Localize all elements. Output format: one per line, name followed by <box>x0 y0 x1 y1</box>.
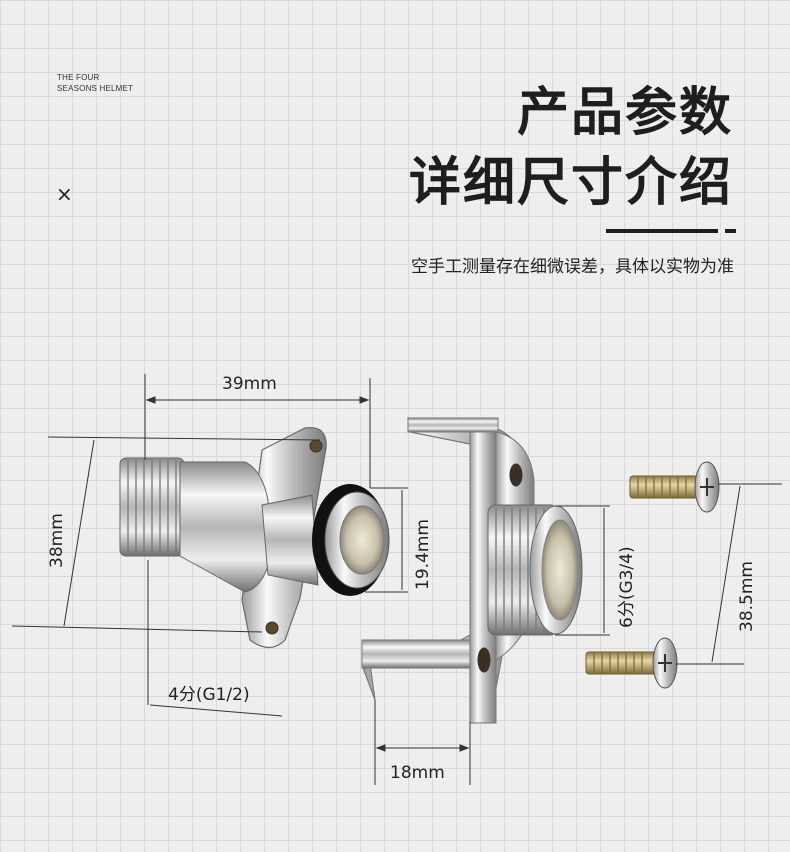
dim-thread-right: 6分(G3/4) <box>617 546 637 628</box>
bracket-fitting <box>361 417 583 724</box>
page-title-line-1: 产品参数 <box>516 83 733 143</box>
thread-lines <box>127 460 177 555</box>
nipple-bore <box>541 519 579 621</box>
flange-hole-bottom <box>265 621 279 635</box>
bracket-top-lip <box>407 417 499 433</box>
elbow-fitting <box>119 427 390 649</box>
bracket-vertical <box>469 424 497 724</box>
fitting-body <box>179 461 271 593</box>
dimension-lines <box>11 374 782 785</box>
dim-inner-diameter: 19.4mm <box>413 519 433 590</box>
bracket-hole-top <box>509 463 523 487</box>
dim-screw-spacing: 38.5mm <box>737 561 757 632</box>
close-icon: × <box>56 182 73 206</box>
page-title-line-2: 详细尺寸介绍 <box>408 153 733 213</box>
brand-mark: THE FOUR SEASONS HELMET <box>57 72 133 94</box>
bracket-lower-arm <box>361 639 473 669</box>
title-underline-gap <box>718 229 725 233</box>
dim-height-left: 38mm <box>47 513 67 568</box>
dim-thread-left: 4分(G1/2) <box>168 685 250 705</box>
flange-hole-top <box>309 439 323 453</box>
brand-line-1: THE FOUR <box>57 73 100 82</box>
title-underline <box>606 229 736 233</box>
screw-bottom <box>585 637 678 689</box>
measurement-note: 空手工测量存在细微误差，具体以实物为准 <box>411 257 734 277</box>
bracket-hole-bottom <box>477 647 491 673</box>
dim-width-top: 39mm <box>222 374 277 394</box>
outlet-bore <box>339 505 385 575</box>
fitting-neck <box>261 494 319 586</box>
screw-top <box>629 461 720 513</box>
brand-line-2: SEASONS HELMET <box>57 84 134 93</box>
dim-bracket-depth: 18mm <box>390 763 445 783</box>
